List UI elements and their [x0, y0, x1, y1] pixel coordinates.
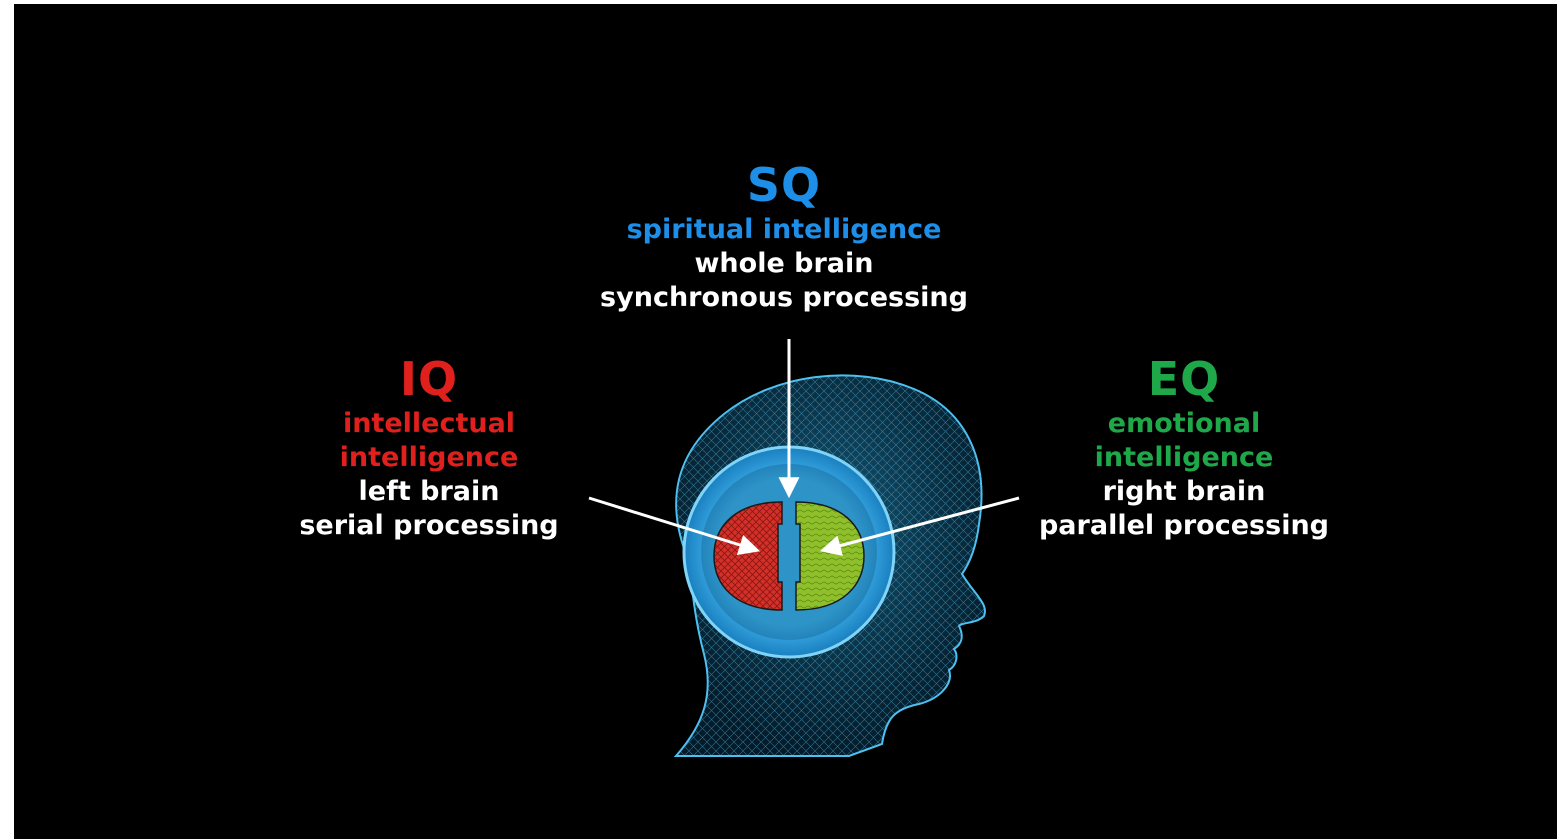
eq-abbreviation: EQ [1147, 352, 1221, 406]
eq-arrow [819, 496, 1020, 556]
right-hemisphere [795, 501, 865, 611]
iq-description-2: serial processing [299, 510, 559, 541]
eq-name-2: intelligence [1094, 442, 1274, 473]
iq-description-1: left brain [358, 476, 500, 507]
eq-name-1: emotional [1107, 408, 1261, 439]
iq-name-1: intellectual [342, 408, 516, 439]
sq-label-block: SQ spiritual intelligence whole brain sy… [474, 162, 1094, 318]
left-hemisphere [713, 501, 783, 611]
iq-arrow [588, 496, 761, 556]
eq-description-2: parallel processing [1038, 510, 1329, 541]
sq-name: spiritual intelligence [626, 214, 942, 245]
slide-background: SQ spiritual intelligence whole brain sy… [14, 4, 1557, 839]
sq-description-2: synchronous processing [600, 282, 968, 313]
iq-abbreviation: IQ [399, 352, 459, 406]
sq-abbreviation: SQ [746, 158, 822, 212]
sq-description-1: whole brain [694, 248, 874, 279]
iq-label-block: IQ intellectual intelligence left brain … [229, 356, 629, 546]
eq-description-1: right brain [1102, 476, 1266, 507]
head-diagram [588, 339, 1020, 757]
eq-label-block: EQ emotional intelligence right brain pa… [974, 356, 1394, 546]
iq-name-2: intelligence [339, 442, 519, 473]
